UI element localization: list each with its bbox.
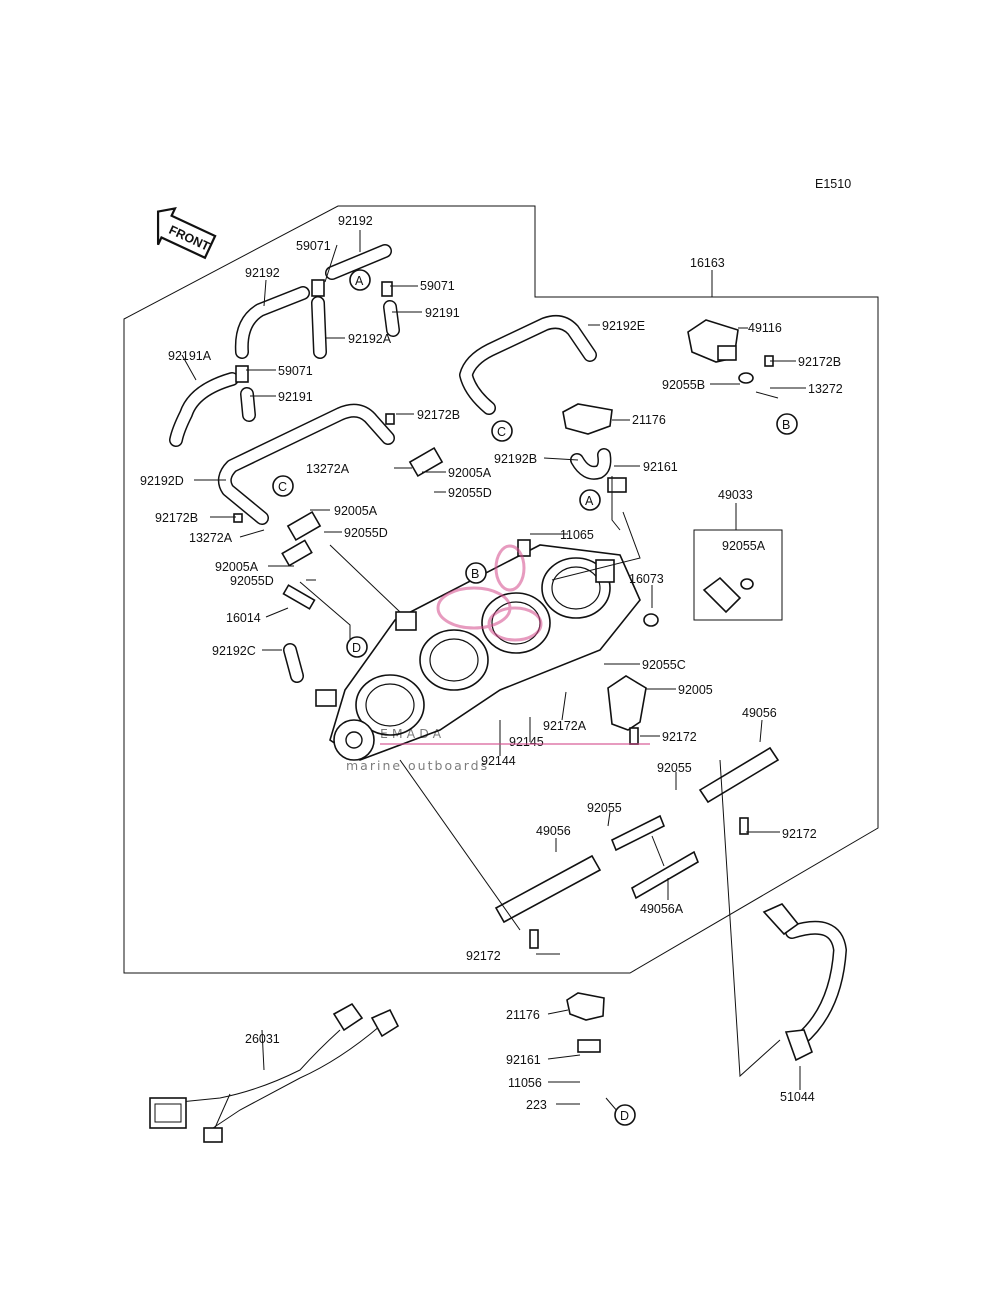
ref-marker-c1: C bbox=[497, 425, 506, 439]
label-26031: 26031 bbox=[245, 1032, 280, 1046]
label-59071-b: 59071 bbox=[420, 279, 455, 293]
ref-marker-d2: D bbox=[620, 1109, 629, 1123]
label-92192B: 92192B bbox=[494, 452, 537, 466]
label-11065: 11065 bbox=[560, 528, 594, 542]
label-13272A-b: 13272A bbox=[189, 531, 233, 545]
label-92172B-c: 92172B bbox=[155, 511, 198, 525]
part-number-labels: 92192 59071 59071 92192 92191 92192A 921… bbox=[140, 214, 843, 1112]
label-92172B-a: 92172B bbox=[798, 355, 841, 369]
label-92192D: 92192D bbox=[140, 474, 184, 488]
label-92192C: 92192C bbox=[212, 644, 256, 658]
ref-marker-a2: A bbox=[585, 494, 594, 508]
label-16014: 16014 bbox=[226, 611, 261, 625]
label-13272A-a: 13272A bbox=[306, 462, 350, 476]
ref-marker-b1: B bbox=[782, 418, 790, 432]
label-92191A: 92191A bbox=[168, 349, 212, 363]
label-92161-b: 92161 bbox=[506, 1053, 541, 1067]
label-21176-a: 21176 bbox=[632, 413, 666, 427]
label-92005A-b: 92005A bbox=[334, 504, 378, 518]
vacuum-hoses bbox=[169, 244, 612, 683]
fuel-rails bbox=[494, 727, 780, 949]
label-223: 223 bbox=[526, 1098, 547, 1112]
front-arrow-icon: FRONT bbox=[156, 206, 217, 260]
label-49116: 49116 bbox=[748, 321, 782, 335]
assembly-outline bbox=[123, 205, 879, 974]
label-92055B: 92055B bbox=[662, 378, 705, 392]
label-49056A: 49056A bbox=[640, 902, 684, 916]
label-92055D-b: 92055D bbox=[344, 526, 388, 540]
diagram-code: E1510 bbox=[815, 177, 851, 191]
label-59071-c: 59071 bbox=[278, 364, 313, 378]
label-92191-b: 92191 bbox=[278, 390, 313, 404]
watermark-brand: EMADA bbox=[380, 726, 445, 741]
watermark: EMADA marine outboards bbox=[346, 544, 650, 773]
label-92005A-a: 92005A bbox=[448, 466, 492, 480]
label-92172B-b: 92172B bbox=[417, 408, 460, 422]
label-92192A: 92192A bbox=[348, 332, 392, 346]
label-92192-left: 92192 bbox=[245, 266, 280, 280]
label-92055C: 92055C bbox=[642, 658, 686, 672]
ref-markers: A B C A C B D D bbox=[272, 269, 798, 1126]
label-11056: 11056 bbox=[508, 1076, 542, 1090]
label-92192E: 92192E bbox=[602, 319, 645, 333]
label-13272: 13272 bbox=[808, 382, 843, 396]
label-59071-a: 59071 bbox=[296, 239, 331, 253]
label-49033: 49033 bbox=[718, 488, 753, 502]
label-49056-a: 49056 bbox=[742, 706, 777, 720]
label-92055-b: 92055 bbox=[587, 801, 622, 815]
label-92005: 92005 bbox=[678, 683, 713, 697]
label-92172-b: 92172 bbox=[782, 827, 817, 841]
ref-marker-d1: D bbox=[352, 641, 361, 655]
label-92172-a: 92172 bbox=[662, 730, 697, 744]
leader-lines bbox=[181, 206, 806, 1113]
label-51044: 51044 bbox=[780, 1090, 815, 1104]
label-92055-a: 92055 bbox=[657, 761, 692, 775]
label-92005A-c: 92005A bbox=[215, 560, 259, 574]
ref-marker-a1: A bbox=[355, 274, 364, 288]
label-92055D-c: 92055D bbox=[230, 574, 274, 588]
label-92055D-a: 92055D bbox=[448, 486, 492, 500]
label-49056-b: 49056 bbox=[536, 824, 571, 838]
label-92161-a: 92161 bbox=[643, 460, 678, 474]
label-92055A: 92055A bbox=[722, 539, 766, 553]
label-21176-b: 21176 bbox=[506, 1008, 540, 1022]
label-92172-c: 92172 bbox=[466, 949, 501, 963]
wire-harness bbox=[149, 1002, 400, 1143]
fuel-hose bbox=[762, 903, 847, 1062]
label-92191-a: 92191 bbox=[425, 306, 460, 320]
ref-marker-c2: C bbox=[278, 480, 287, 494]
label-92172A: 92172A bbox=[543, 719, 587, 733]
label-92145: 92145 bbox=[509, 735, 544, 749]
label-16163: 16163 bbox=[690, 256, 725, 270]
watermark-logo-icon bbox=[436, 544, 543, 642]
watermark-tagline: marine outboards bbox=[346, 758, 489, 773]
label-92144: 92144 bbox=[481, 754, 516, 768]
label-92192-top: 92192 bbox=[338, 214, 373, 228]
label-16073: 16073 bbox=[629, 572, 664, 586]
ref-marker-b2: B bbox=[471, 567, 479, 581]
